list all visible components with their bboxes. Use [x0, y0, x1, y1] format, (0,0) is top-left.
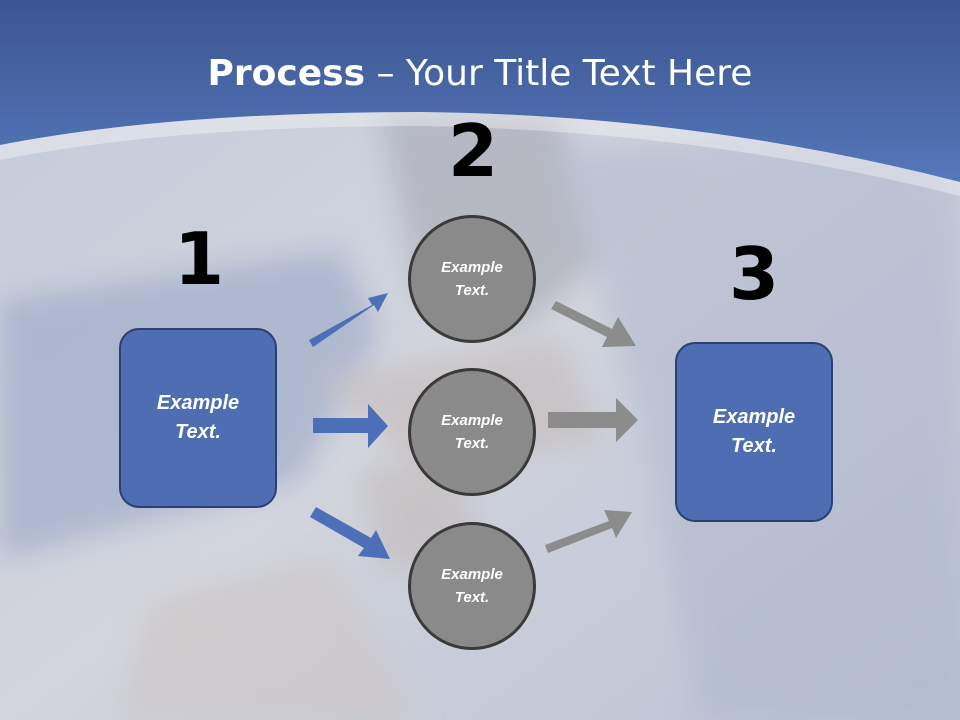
gray-arrow-down-right — [551, 301, 636, 347]
slide-title: Process – Your Title Text Here — [0, 52, 960, 96]
gray-arrow-right — [548, 398, 638, 442]
step-2-circle-middle: Example Text. — [408, 368, 536, 496]
circle-top-text: Example Text. — [441, 259, 503, 299]
step-3-text: Example Text. — [712, 406, 796, 457]
step-3-box: Example Text. — [675, 342, 833, 522]
title-rest: – Your Title Text Here — [365, 53, 753, 94]
step-number-1: 1 — [173, 217, 225, 301]
circle-middle-text: Example Text. — [441, 412, 503, 452]
gray-arrow-up-right — [545, 510, 632, 553]
arrow-right — [313, 404, 388, 448]
step-2-circle-top: Example Text. — [408, 215, 536, 343]
step-number-2: 2 — [447, 109, 499, 193]
step-number-3: 3 — [728, 232, 780, 316]
arrow-up-right — [309, 293, 388, 347]
title-bold: Process — [207, 53, 366, 94]
arrow-down-right — [310, 507, 390, 559]
step-2-circle-bottom: Example Text. — [408, 522, 536, 650]
step-1-text: Example Text. — [156, 392, 240, 443]
circle-bottom-text: Example Text. — [441, 566, 503, 606]
step-1-box: Example Text. — [119, 328, 277, 508]
